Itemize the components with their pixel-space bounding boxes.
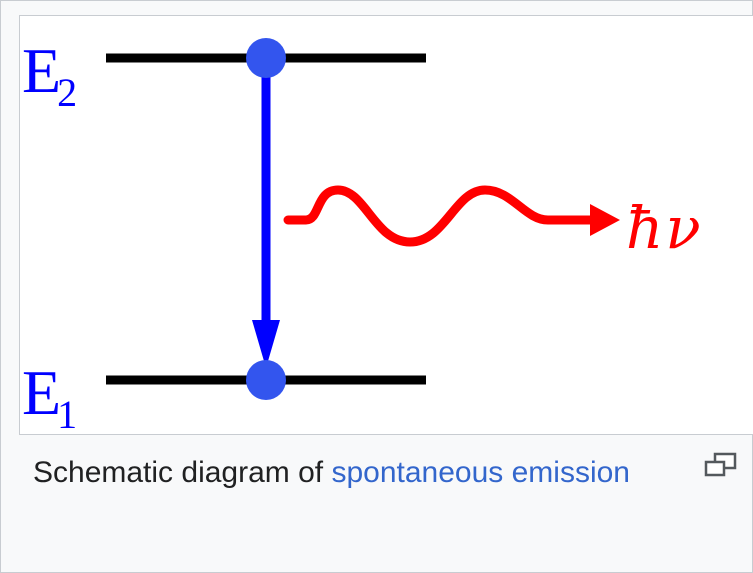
- electron-initial: [246, 38, 286, 78]
- electron-final: [246, 360, 286, 400]
- lower-level-label: E1: [22, 357, 77, 434]
- spontaneous-emission-link[interactable]: spontaneous emission: [331, 456, 630, 489]
- figure-caption: Schematic diagram of spontaneous emissio…: [33, 447, 683, 499]
- photon-arrow-head: [590, 204, 620, 236]
- upper-level-label: E2: [22, 35, 77, 115]
- magnify-clip-icon[interactable]: [702, 451, 740, 481]
- caption-text: Schematic diagram of: [33, 456, 332, 489]
- spontaneous-emission-diagram: E2 E1 ħν: [22, 35, 701, 434]
- photon-energy-label: ħν: [626, 194, 701, 262]
- diagram-image[interactable]: E2 E1 ħν: [19, 15, 753, 435]
- photon-wave: [283, 185, 599, 247]
- transition-arrow-head: [252, 320, 280, 368]
